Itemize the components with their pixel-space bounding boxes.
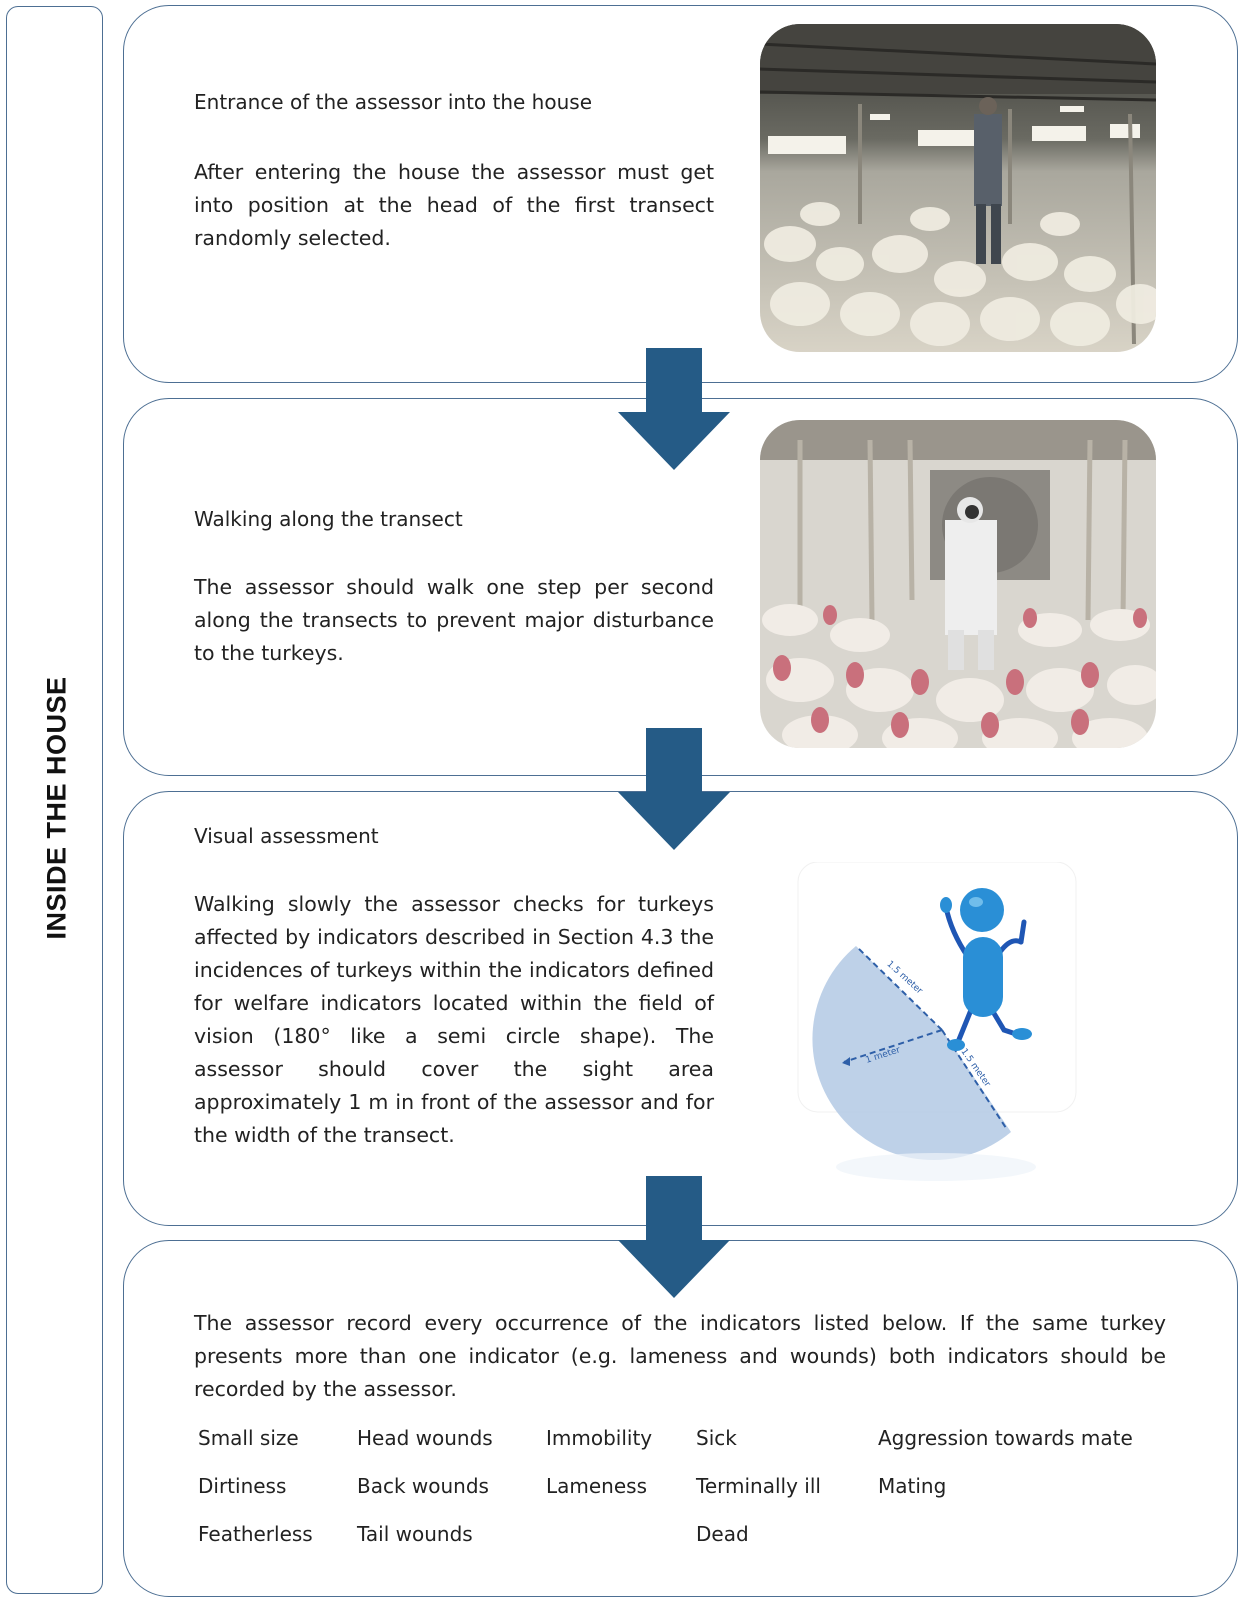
indicator-item: Small size xyxy=(198,1426,299,1450)
indicator-item: Sick xyxy=(696,1426,737,1450)
indicator-item: Tail wounds xyxy=(357,1522,473,1546)
step-title: Walking along the transect xyxy=(194,507,463,531)
assessor-walking-photo xyxy=(760,420,1156,748)
depth-line xyxy=(843,1029,943,1063)
step-description: After entering the house the assessor mu… xyxy=(194,160,714,250)
turkey-house-photo xyxy=(760,24,1156,352)
down-arrow-icon xyxy=(618,1176,730,1298)
indicator-item: Aggression towards mate xyxy=(878,1426,1133,1450)
step-visual-assessment-panel: Visual assessment Walking slowly the ass… xyxy=(123,791,1238,1226)
step-walking-panel: Walking along the transect The assessor … xyxy=(123,398,1238,776)
indicator-item: Dirtiness xyxy=(198,1474,287,1498)
indicator-item: Mating xyxy=(878,1474,947,1498)
down-arrow-icon xyxy=(618,728,730,850)
recording-description: The assessor record every occurrence of … xyxy=(194,1311,1166,1401)
section-sidebar xyxy=(6,6,103,1594)
section-title: INSIDE THE HOUSE xyxy=(41,676,72,940)
field-of-vision-figure: 1.5 meter 1.5 meter 1 meter xyxy=(797,862,1077,1181)
step-entrance-panel: Entrance of the assessor into the house … xyxy=(123,5,1238,383)
indicator-item: Featherless xyxy=(198,1522,313,1546)
hand-icon xyxy=(940,897,952,913)
indicator-item: Immobility xyxy=(546,1426,653,1450)
indicator-item: Dead xyxy=(696,1522,749,1546)
indicator-item: Terminally ill xyxy=(696,1474,821,1498)
indicator-item: Back wounds xyxy=(357,1474,489,1498)
step-description: Walking slowly the assessor checks for t… xyxy=(194,892,714,1147)
step-title: Entrance of the assessor into the house xyxy=(194,90,592,114)
indicator-list: Small size Dirtiness Featherless Head wo… xyxy=(194,1426,1194,1586)
down-arrow-icon xyxy=(618,348,730,470)
indicator-item: Lameness xyxy=(546,1474,648,1498)
step-title: Visual assessment xyxy=(194,824,379,848)
recording-panel: The assessor record every occurrence of … xyxy=(123,1240,1238,1597)
step-description: The assessor should walk one step per se… xyxy=(194,575,714,665)
indicator-item: Head wounds xyxy=(357,1426,493,1450)
